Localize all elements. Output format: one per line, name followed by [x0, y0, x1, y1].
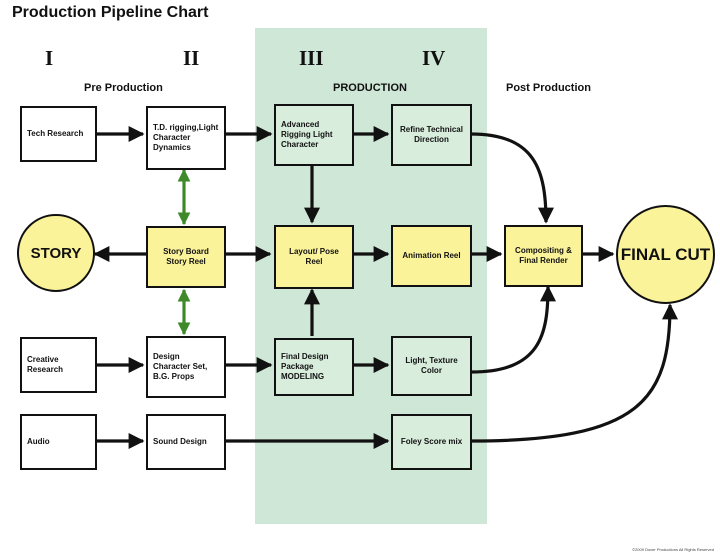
arrow-foley-to-finalcut	[471, 303, 678, 443]
phase-label-pre-production: Pre Production	[84, 82, 163, 94]
phase-numeral-4: IV	[422, 46, 446, 70]
arrow-refine-to-compositing	[470, 132, 554, 224]
node-light-texture: Light, Texture Color	[391, 336, 472, 396]
node-audio: Audio	[20, 414, 97, 470]
node-advanced-rigging: Advanced Rigging Light Character	[274, 104, 354, 166]
node-tech-research: Tech Research	[20, 106, 97, 162]
phase-label-post-production: Post Production	[506, 82, 591, 94]
arrow-light-to-compositing	[470, 285, 556, 374]
node-layout-pose: Layout/ Pose Reel	[274, 225, 354, 289]
node-final-cut: FINAL CUT	[616, 205, 715, 304]
phase-numeral-3: III	[299, 46, 324, 70]
node-sound-design: Sound Design	[146, 414, 226, 470]
node-animation-reel: Animation Reel	[391, 225, 472, 287]
phase-numeral-1: I	[45, 46, 54, 70]
chart-title: Production Pipeline Chart	[12, 4, 209, 21]
node-story-board: Story Board Story Reel	[146, 226, 226, 288]
node-final-design: Final Design Package MODELING	[274, 338, 354, 396]
node-story: STORY	[17, 214, 95, 292]
node-refine-td: Refine Technical Direction	[391, 104, 472, 166]
node-design-character: Design Character Set, B.G. Props	[146, 336, 226, 398]
node-td-rigging: T.D. rigging,Light Character Dynamics	[146, 106, 226, 170]
phase-numeral-2: II	[183, 46, 200, 70]
copyright-notice: ©2009 Dover Productions All Rights Reser…	[632, 547, 714, 552]
node-foley: Foley Score mix	[391, 414, 472, 470]
node-compositing: Compositing & Final Render	[504, 225, 583, 287]
node-creative-research: Creative Research	[20, 337, 97, 393]
phase-label-production: PRODUCTION	[333, 82, 407, 94]
